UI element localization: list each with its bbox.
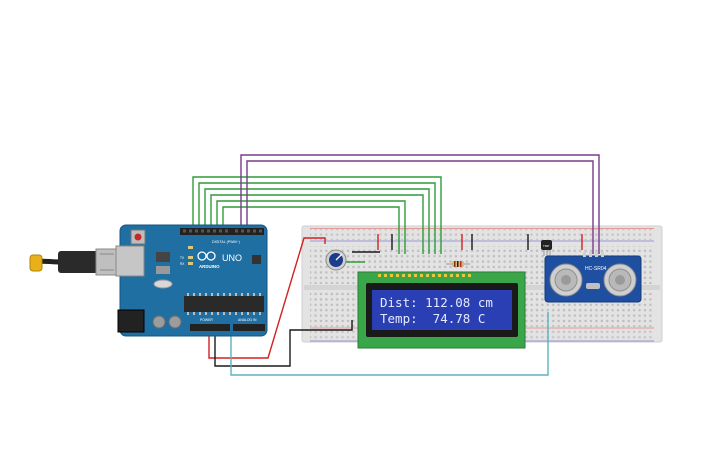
wire-purple — [240, 154, 600, 254]
wire-green — [192, 176, 442, 254]
wire-green — [204, 188, 430, 254]
potentiometer[interactable] — [325, 249, 347, 271]
sensor-model: HC-SR04 — [585, 266, 607, 272]
power-header — [190, 324, 230, 331]
lcd-module: Dist: 112.08 cm Temp: 74.78 C — [357, 271, 526, 349]
wire-teal — [230, 312, 549, 376]
wire-green — [198, 182, 436, 254]
analog-header — [233, 324, 265, 331]
atmega-chip — [184, 296, 264, 312]
digital-header-label: DIGITAL (PWM~) — [212, 240, 240, 244]
arduino-uno-board: DIGITAL (PWM~) TX RX ARDUINO UNO — [115, 224, 268, 337]
arduino-brand: ARDUINO — [199, 264, 220, 269]
wire-red — [208, 237, 326, 359]
lcd-line-1: Dist: 112.08 cm — [380, 295, 493, 310]
arduino-model: UNO — [222, 253, 242, 263]
rx-label: RX — [180, 262, 185, 266]
wire-purple — [246, 160, 594, 254]
resistor — [446, 261, 470, 267]
wires-power — [208, 234, 583, 376]
tmp-label: TMP — [543, 244, 549, 248]
power-label: POWER — [200, 318, 213, 322]
analog-label: ANALOG IN — [238, 318, 257, 322]
wires-green — [192, 176, 442, 254]
wire-green — [216, 200, 406, 254]
ultrasonic-sensor: HC-SR04 — [544, 252, 642, 303]
temperature-sensor: TMP — [541, 240, 552, 256]
wires-purple — [240, 154, 600, 254]
tx-label: TX — [180, 256, 185, 260]
wire-black — [214, 320, 353, 367]
wire-green — [210, 194, 424, 254]
wire-green — [222, 206, 400, 254]
lcd-screen — [372, 290, 512, 330]
lcd-line-2: Temp: 74.78 C — [380, 311, 485, 326]
arduino-logo-icon — [197, 251, 216, 261]
usb-cable — [29, 248, 119, 276]
